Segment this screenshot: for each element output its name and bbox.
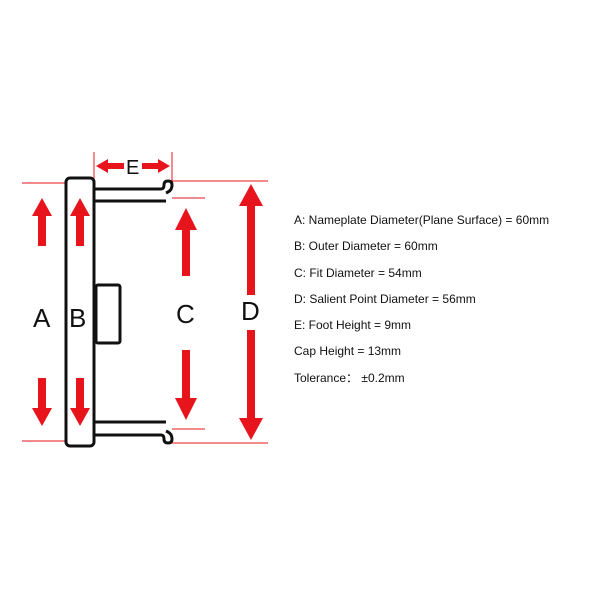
spec-item-d: D: Salient Point Diameter = 56mm xyxy=(294,291,476,306)
cap-side-view xyxy=(64,176,174,448)
label-d: D xyxy=(241,296,260,326)
spec-item-tolerance: Tolerance： ±0.2mm xyxy=(294,370,405,385)
cap-face-plate xyxy=(64,176,96,448)
arrow-d-down xyxy=(239,330,263,440)
dimension-arrows xyxy=(32,159,263,440)
label-c: C xyxy=(176,299,195,329)
spec-list: A: Nameplate Diameter(Plane Surface) = 6… xyxy=(294,212,549,396)
arrow-e-left xyxy=(96,159,124,173)
spec-item-cap-height: Cap Height = 13mm xyxy=(294,344,402,359)
spec-item-c: C: Fit Diameter = 54mm xyxy=(294,265,422,280)
label-e: E xyxy=(126,157,139,179)
arrow-e-right xyxy=(142,159,170,173)
arrow-a-up xyxy=(32,198,52,246)
arrow-c-up xyxy=(175,208,197,276)
cap-bottom-leg xyxy=(94,429,174,445)
arrow-d-up xyxy=(239,184,263,295)
arrow-b-down xyxy=(70,378,90,426)
dimension-guide-lines xyxy=(22,152,268,444)
spec-item-e: E: Foot Height = 9mm xyxy=(294,318,412,333)
arrow-c-down xyxy=(175,350,197,420)
spec-item-b: B: Outer Diameter = 60mm xyxy=(294,239,438,254)
cap-top-leg xyxy=(94,179,174,195)
cap-center-tab xyxy=(94,283,122,345)
spec-item-a: A: Nameplate Diameter(Plane Surface) = 6… xyxy=(294,213,550,227)
arrow-a-down xyxy=(32,378,52,426)
label-b: B xyxy=(69,303,86,333)
arrow-b-up xyxy=(70,198,90,246)
label-a: A xyxy=(33,303,51,333)
